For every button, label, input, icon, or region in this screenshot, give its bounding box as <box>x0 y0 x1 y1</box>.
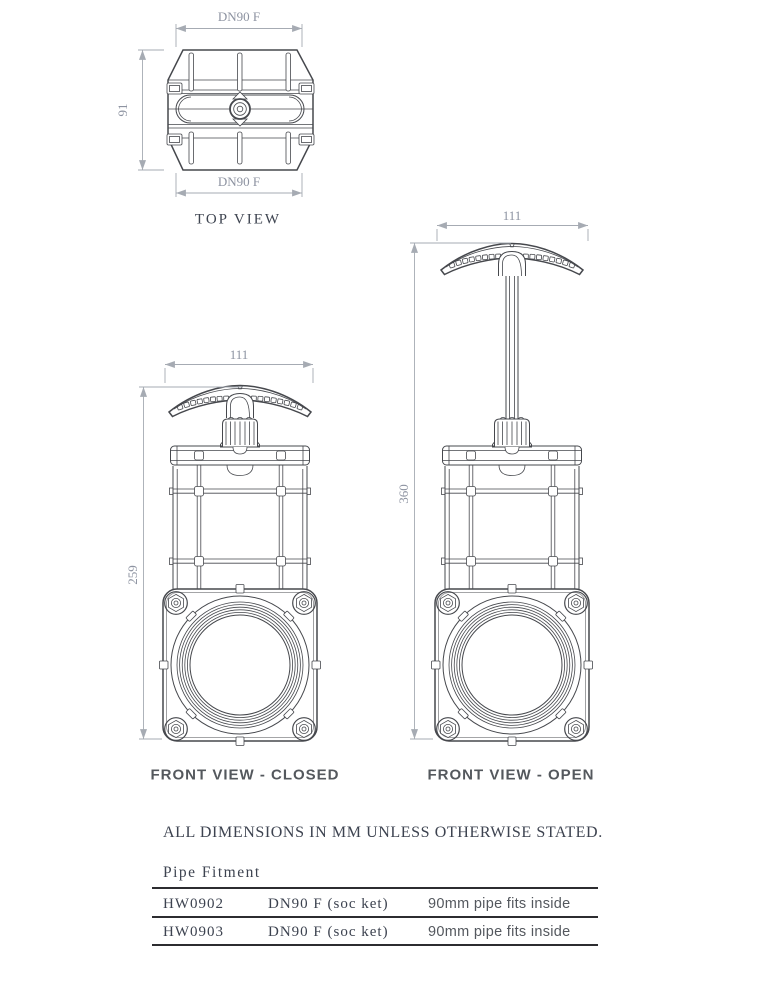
cell-code: HW0902 <box>163 896 224 912</box>
table-rule-bottom <box>152 943 598 946</box>
cell-description: 90mm pipe fits inside <box>428 896 571 912</box>
dim-111-open: 111 <box>502 208 522 223</box>
front-view-open-drawing <box>432 242 593 746</box>
valve-flange <box>432 585 593 746</box>
top-view-label: TOP VIEW <box>194 211 282 228</box>
table-title: Pipe Fitment <box>163 864 261 881</box>
dim-360: 360 <box>396 484 411 504</box>
dim-259: 259 <box>125 565 140 585</box>
valve-flange <box>160 585 321 746</box>
front-view-closed-dimensions <box>139 360 314 740</box>
front-view-closed-label: FRONT VIEW - CLOSED <box>150 766 340 784</box>
cell-fitting: DN90 F (soc ket) <box>268 896 389 912</box>
top-view-drawing <box>166 49 315 171</box>
dim-dn90f-bottom: DN90 F <box>217 174 261 189</box>
valve-handle-open <box>440 242 584 277</box>
cell-fitting: DN90 F (soc ket) <box>268 924 389 940</box>
stem-knob <box>229 91 251 127</box>
dim-dn90f-top: DN90 F <box>217 9 261 24</box>
cell-code: HW0903 <box>163 924 224 940</box>
dimensions-note: ALL DIMENSIONS IN MM UNLESS OTHERWISE ST… <box>163 824 603 841</box>
front-view-open-dimensions <box>410 221 589 740</box>
table-rule-mid <box>152 915 598 918</box>
dim-111-closed: 111 <box>229 347 249 362</box>
dim-91: 91 <box>115 103 130 117</box>
cell-description: 90mm pipe fits inside <box>428 924 571 940</box>
front-view-closed-drawing <box>160 384 321 746</box>
top-view-dimensions <box>138 24 303 197</box>
table-rule-top <box>152 887 598 889</box>
valve-handle-closed <box>168 384 312 419</box>
valve-stem <box>505 273 519 423</box>
front-view-open-label: FRONT VIEW - OPEN <box>427 766 595 784</box>
